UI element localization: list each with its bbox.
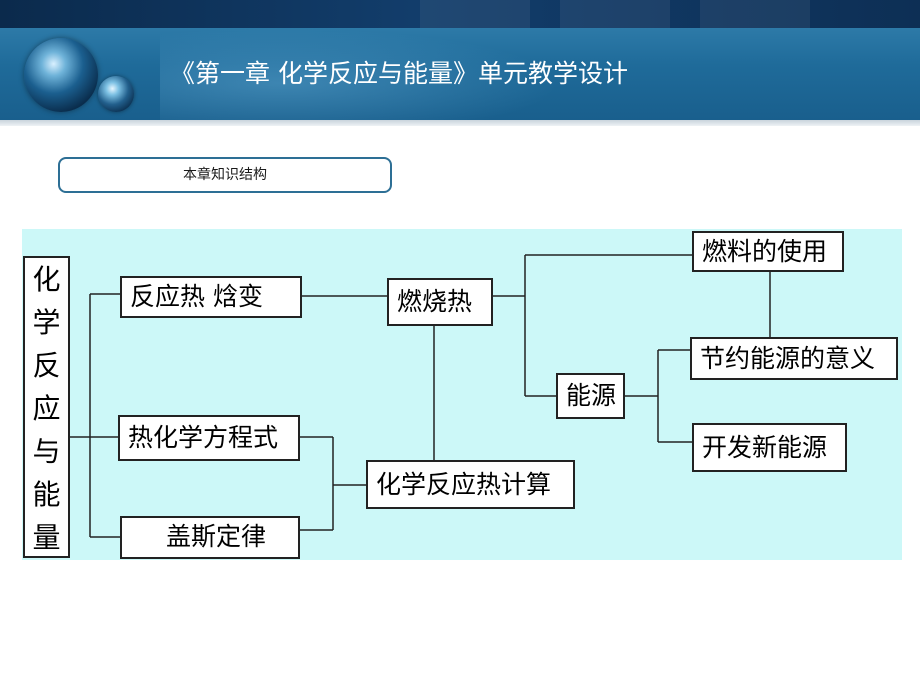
- top-bar-segment: [420, 0, 530, 28]
- top-bar-segment: [560, 0, 670, 28]
- page-title: 《第一章 化学反应与能量》单元教学设计: [170, 59, 628, 88]
- node-hess-law: 盖斯定律: [120, 516, 300, 559]
- node-thermo-equation: 热化学方程式: [118, 415, 300, 461]
- root-char: 学: [32, 306, 61, 339]
- node-fuel-use: 燃料的使用: [692, 231, 844, 272]
- root-node: 化 学 反 应 与 能 量: [23, 256, 70, 558]
- root-char: 量: [32, 521, 61, 554]
- decorative-sphere-small: [98, 76, 134, 112]
- title-banner: [0, 28, 920, 120]
- banner-divider: [0, 120, 920, 126]
- banner-glow: [160, 28, 560, 120]
- top-bar: [0, 0, 920, 28]
- decorative-sphere-large: [24, 38, 98, 112]
- root-char: 能: [32, 478, 61, 511]
- node-saving-energy: 节约能源的意义: [690, 337, 898, 380]
- root-char: 应: [32, 392, 61, 425]
- root-char: 反: [32, 349, 61, 382]
- node-reaction-heat: 反应热 焓变: [120, 276, 302, 318]
- top-bar-segment: [700, 0, 810, 28]
- section-tab: 本章知识结构: [58, 157, 392, 193]
- node-combustion-heat: 燃烧热: [387, 278, 493, 326]
- node-energy: 能源: [556, 373, 625, 419]
- node-calc: 化学反应热计算: [366, 460, 575, 509]
- root-char: 与: [32, 435, 61, 468]
- root-char: 化: [32, 263, 61, 296]
- node-new-energy: 开发新能源: [692, 423, 847, 472]
